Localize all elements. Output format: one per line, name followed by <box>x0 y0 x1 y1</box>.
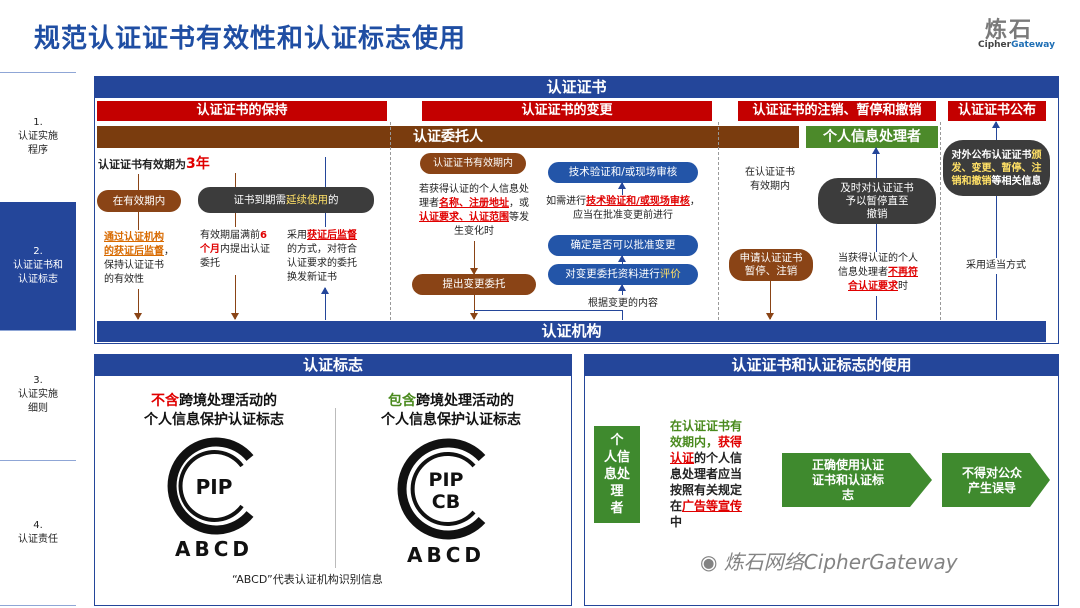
usage-head: 认证证书和认证标志的使用 <box>584 354 1059 376</box>
client-bar: 认证委托人 <box>97 126 799 148</box>
timely-suspend-pill: 及时对认证证书予以暂停直至撤销 <box>818 178 936 224</box>
in-validity-pill: 在有效期内 <box>97 190 181 212</box>
pip-logo-text: PIP <box>196 475 233 499</box>
wechat-icon: ◉ <box>700 550 718 574</box>
usage-actor-box: 个 人信 息处 理 者 <box>594 426 640 523</box>
section-publish: 认证证书公布 <box>948 101 1046 121</box>
change-in-validity-pill: 认证证书有效期内 <box>420 153 526 174</box>
org-bar: 认证机构 <box>97 321 1046 342</box>
pip-cb-logo-text-bottom: CB <box>432 491 460 513</box>
usage-arrow-1-text: 正确使用认证证书和认证标志 <box>811 458 884 502</box>
expire-pill: 证书到期需延续使用的 <box>198 187 374 213</box>
logo-text: 炼石 <box>985 18 1034 43</box>
usage-arrow-1 <box>782 453 932 507</box>
logo-subtext: CipherGateway <box>978 40 1055 50</box>
usage-desc: 在认证证书有 效期内，获得 认证的个人信 息处理者应当 按照有关规定 在广告等宣… <box>670 419 743 529</box>
usage-arrow-2-text: 不得对公众产生误导 <box>961 466 1022 495</box>
pip-cb-logo: PIP CB <box>397 438 486 540</box>
based-on-text: 根据变更的内容 <box>588 298 658 309</box>
step-certificate-mark: 2.认证证书和认证标志 <box>0 202 76 330</box>
keep-note-2: 有效期届满前6 个月内提出认证 委托 <box>200 230 270 269</box>
mark-footnote: “ABCD”代表认证机构识别信息 <box>232 573 383 586</box>
pi-bar: 个人信息处理者 <box>806 126 938 148</box>
if-need-text: 如需进行技术验证和/或现场审核， 应当在批准变更前进行 <box>546 196 700 221</box>
step-program: 1.认证实施程序 <box>18 117 58 156</box>
page-title: 规范认证证书有效性和认证标志使用 <box>34 24 467 54</box>
submit-change-pill: 提出变更委托 <box>412 274 536 295</box>
step-responsibility: 4.认证责任 <box>18 519 58 545</box>
usage-arrow-2 <box>942 453 1050 507</box>
section-change: 认证证书的变更 <box>422 101 712 121</box>
revoke-when-text: 当获得认证的个人 信息处理者不再符 合认证要求时 <box>838 253 918 292</box>
step-rules: 3.认证实施细则 <box>18 375 58 414</box>
apply-suspend-pill: 申请认证证书暂停、注销 <box>729 249 813 281</box>
section-revoke: 认证证书的注销、暂停和撤销 <box>738 101 936 121</box>
evaluate-pill: 对变更委托资料进行评价 <box>548 264 698 285</box>
publish-pill: 对外公布认证证书颁发、变更、暂停、注销和撤销等相关信息 <box>943 140 1050 196</box>
approve-pill: 确定是否可以批准变更 <box>548 235 698 256</box>
keep-note-3: 采用获证后监督 的方式，对符合 认证要求的委托 换发新证书 <box>287 230 357 283</box>
abcd-right: ABCD <box>406 543 485 567</box>
keep-note-1: 通过认证机构 的获证后监督， 保持认证证书 的有效性 <box>104 232 174 285</box>
watermark: ◉ 炼石网络CipherGateway <box>700 550 958 574</box>
revoke-in-validity: 在认证证书有效期内 <box>745 167 795 192</box>
pip-cb-logo-text-top: PIP <box>429 469 464 491</box>
mark-left-title: 不含跨境处理活动的个人信息保护认证标志 <box>144 393 284 428</box>
marks-head: 认证标志 <box>94 354 572 376</box>
change-desc: 若获得认证的个人信息处 理者名称、注册地址，或 认证要求、认证范围等发 生变化时 <box>419 184 529 237</box>
publish-method: 采用适当方式 <box>966 260 1026 271</box>
tech-verify-pill: 技术验证和/或现场审核 <box>548 162 698 183</box>
section-keep: 认证证书的保持 <box>97 101 387 121</box>
abcd-left: ABCD <box>174 537 253 561</box>
cert-bar: 认证证书 <box>94 76 1059 98</box>
pip-logo: PIP <box>167 437 254 535</box>
validity-text: 认证证书有效期为3年 <box>98 156 210 172</box>
mark-right-title: 包含跨境处理活动的个人信息保护认证标志 <box>381 393 521 428</box>
